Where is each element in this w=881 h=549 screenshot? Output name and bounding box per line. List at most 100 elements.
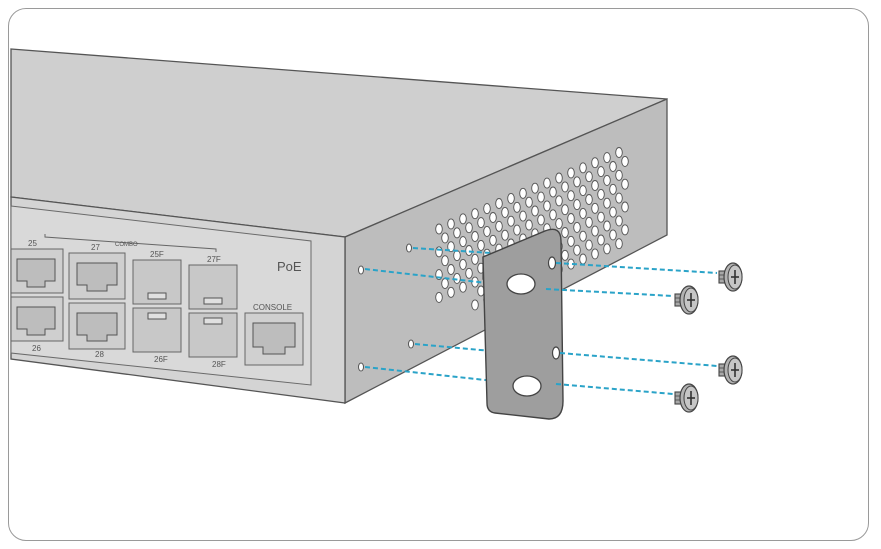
vent-hole [579, 230, 587, 242]
vent-hole [603, 243, 611, 255]
rj45-socket [76, 262, 118, 292]
vent-hole [573, 221, 581, 233]
vent-hole [615, 238, 623, 250]
vent-hole [531, 182, 539, 194]
vent-hole [447, 286, 455, 298]
vent-hole [453, 227, 461, 239]
vent-hole [585, 239, 593, 251]
vent-hole [561, 249, 569, 261]
vent-hole [621, 201, 629, 213]
vent-hole [441, 232, 449, 244]
vent-hole [615, 215, 623, 227]
vent-hole [519, 210, 527, 222]
vent-hole [609, 229, 617, 241]
vent-hole [537, 191, 545, 203]
vent-hole [579, 207, 587, 219]
bracket-slot [512, 375, 542, 397]
vent-hole [501, 229, 509, 241]
vent-hole [489, 212, 497, 223]
vent-hole [477, 239, 485, 251]
vent-hole [621, 224, 629, 236]
mount-hole [358, 265, 364, 275]
combo-bracket [44, 234, 217, 252]
rj45-socket [16, 258, 56, 288]
vent-hole [543, 200, 551, 212]
vent-hole [555, 218, 563, 230]
bracket-plate [482, 228, 564, 420]
vent-hole [465, 245, 473, 256]
vent-hole [543, 177, 551, 189]
vent-hole [435, 246, 443, 258]
alignment-guides-front [545, 262, 718, 395]
vent-hole [471, 231, 479, 242]
vent-hole [609, 161, 617, 172]
vent-hole [465, 267, 473, 279]
combo-label: COMBO [115, 242, 138, 248]
bracket-hole [551, 346, 561, 360]
vent-hole [495, 198, 503, 209]
vent-hole [471, 253, 479, 265]
vent-hole [567, 167, 575, 179]
vent-hole [483, 225, 491, 237]
vent-hole [489, 234, 497, 246]
mount-hole [358, 362, 364, 372]
screw-icon [718, 262, 743, 292]
vent-hole [447, 218, 455, 230]
vent-hole [573, 199, 581, 211]
vent-hole [447, 264, 455, 275]
vent-hole [459, 213, 467, 225]
port-label-26: 26 [32, 344, 41, 353]
vent-hole [591, 180, 599, 191]
vent-hole [471, 208, 479, 220]
port-label-26f: 26F [154, 355, 168, 364]
vent-hole [561, 181, 569, 193]
vent-hole [597, 234, 605, 246]
vent-hole [507, 215, 515, 227]
mount-hole [406, 243, 412, 253]
vent-hole [615, 192, 623, 204]
sfp-port-group [132, 259, 238, 358]
chassis-mount-holes [358, 243, 414, 372]
vent-hole [567, 213, 575, 224]
diagram-frame: 25 26 27 28 COMBO 25F 27F 26F 28F PoE CO… [8, 8, 869, 541]
sfp-port-icon [132, 307, 182, 353]
screw-icon [674, 285, 699, 315]
screw-icon [674, 383, 699, 413]
vent-hole [603, 220, 611, 232]
vent-hole [501, 206, 509, 218]
vent-hole [591, 157, 599, 169]
vent-hole [603, 174, 611, 186]
vent-hole [603, 197, 611, 209]
vent-hole [549, 186, 557, 198]
vent-hole [621, 155, 629, 167]
vent-hole [579, 162, 587, 174]
vent-hole [471, 299, 479, 311]
vent-hole [609, 183, 617, 195]
vent-hole [513, 224, 521, 236]
console-port-group [244, 312, 304, 366]
rack-bracket [482, 228, 564, 420]
vent-hole [537, 214, 545, 226]
bracket-slot [506, 273, 536, 295]
vent-hole [567, 235, 575, 247]
mount-hole [408, 339, 414, 349]
vent-hole [567, 190, 575, 202]
vent-hole [573, 244, 581, 256]
vent-hole [591, 225, 599, 237]
rj45-port-group [10, 248, 126, 350]
sfp-latch [147, 312, 167, 320]
port-label-25: 25 [28, 239, 37, 248]
console-label: CONSOLE [253, 303, 292, 312]
vent-hole [621, 178, 629, 190]
screw-icon [718, 355, 743, 385]
vent-hole [591, 202, 599, 214]
vent-hole [441, 278, 449, 289]
vent-hole [435, 223, 443, 235]
vent-hole [447, 241, 455, 253]
vent-hole [441, 255, 449, 267]
vent-hole [453, 250, 461, 262]
vent-hole [597, 166, 605, 178]
vent-hole [603, 152, 611, 164]
vent-hole [597, 211, 605, 223]
vent-hole [459, 236, 467, 248]
